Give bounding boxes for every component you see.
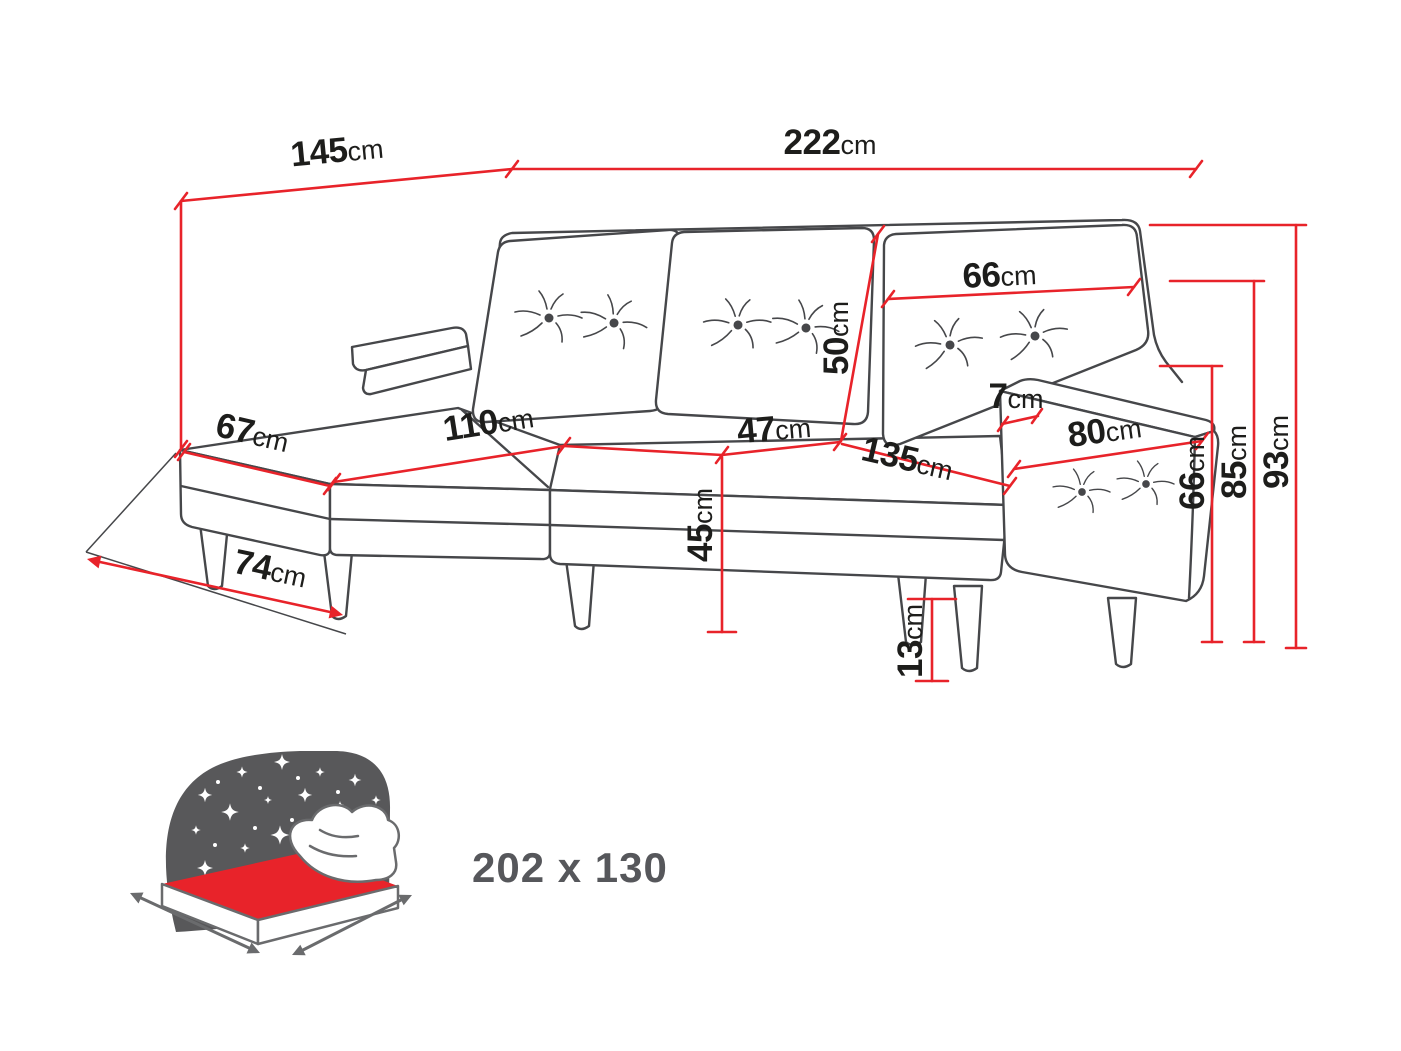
sofa-seam-chaise [460, 408, 550, 489]
duvet [288, 803, 401, 883]
dim-label-leg-height: 13cm [891, 604, 930, 678]
sofa-cushion-left [471, 228, 682, 424]
dim-label-total-height: 93cm [1257, 415, 1296, 489]
dim-label-backrest-cushion-width: 66cm [961, 253, 1037, 296]
sofa-cushion-middle [654, 226, 876, 426]
dim-label-armrest-height: 66cm [1173, 436, 1212, 510]
dim-label-seat-depth: 47cm [735, 406, 812, 451]
sofa-back-panel [492, 218, 1184, 384]
sofa-left-armrest-front [361, 344, 473, 396]
dim-label-backrest-cushion-height: 50cm [817, 301, 856, 375]
dim-armrest-height-line [1158, 364, 1224, 644]
sofa-leg [896, 572, 928, 647]
dimension-lines [87, 159, 1308, 683]
sofa-right-armrest-body [998, 389, 1220, 603]
fold-out-bed [160, 803, 401, 946]
sofa-leg [952, 584, 984, 673]
sleeping-size-label: 202 x 130 [472, 844, 668, 891]
dim-label-armrest-length: 80cm [1065, 406, 1144, 455]
dim-backrest-cushion-width-line [880, 277, 1142, 309]
duvet-fold-lines [308, 828, 360, 858]
bed-size-arrows [130, 892, 412, 956]
sleeping-function-icon: 202 x 130 [130, 751, 668, 956]
sofa-right-armrest-edge [1187, 435, 1197, 600]
dim-seat-depth-line [562, 432, 848, 465]
sofa-line-drawing [178, 218, 1220, 673]
mattress-side-right [256, 884, 400, 946]
floor-guide-lines [85, 452, 347, 635]
dim-label-back-total-width: 222cm [784, 123, 877, 162]
dim-chaise-total-length-line [173, 167, 514, 459]
dim-leg-height-line [906, 597, 958, 683]
sofa-cushion-right [881, 223, 1150, 447]
dim-total-height-line [1148, 223, 1308, 650]
sofa-leg [1106, 596, 1138, 669]
dim-back-total-width-line [504, 159, 1204, 179]
dim-seat-height-line [706, 455, 738, 634]
dim-label-backrest-height: 85cm [1215, 425, 1254, 499]
dim-label-chaise-seat-length: 110cm [440, 396, 536, 449]
dim-label-seat-height: 45cm [681, 488, 720, 562]
dim-label-armrest-top-width: 7cm [989, 377, 1044, 416]
sofa-leg [564, 558, 596, 631]
dim-label-chaise-front-width: 67cm [212, 405, 293, 460]
sofa-right-armrest-top [998, 378, 1216, 439]
dim-armrest-length-line [1006, 431, 1210, 479]
dim-chaise-base-width-line [87, 555, 343, 619]
dim-backrest-height-line [1168, 279, 1266, 644]
dim-label-chaise-total-length: 145cm [289, 127, 385, 175]
sofa-leg [322, 550, 354, 621]
dim-label-chaise-base-width: 74cm [230, 542, 310, 596]
sofa-seat-front-face [548, 488, 1010, 582]
dim-backrest-cushion-height-line [839, 224, 886, 443]
dim-armrest-top-width-line [996, 407, 1044, 433]
dimension-labels: 222cm 145cm 67cm 110cm 47cm 135cm 50cm 6… [212, 123, 1296, 678]
sofa-bed-seam [179, 484, 1006, 542]
dim-seat-width-line [840, 442, 1018, 496]
